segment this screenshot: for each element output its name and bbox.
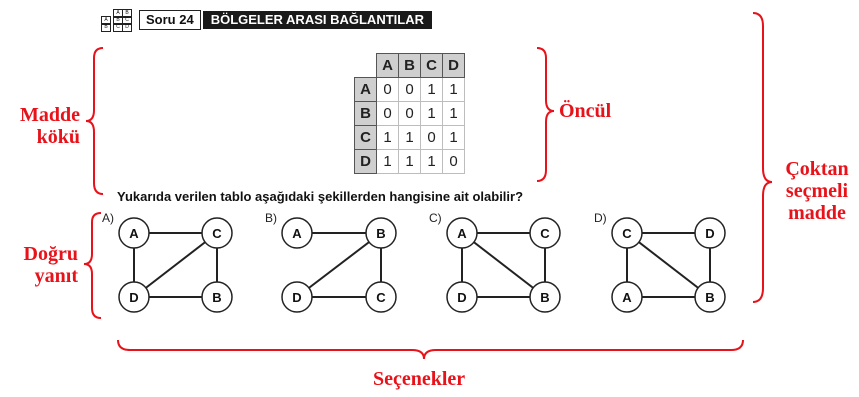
brace-oncul (536, 47, 555, 182)
table-row: C 1 1 0 1 (354, 125, 465, 150)
brace-dogru-yanit (83, 212, 102, 319)
option-label: B) (265, 211, 277, 225)
node-label: C (622, 226, 632, 241)
node-circle (281, 281, 313, 313)
question-title: BÖLGELER ARASI BAĞLANTILAR (202, 11, 432, 29)
node-label: A (129, 226, 139, 241)
option-label: C) (429, 211, 442, 225)
node-circle (446, 217, 478, 249)
node-circle (694, 217, 726, 249)
node-label: A (622, 290, 632, 305)
node-label: D (457, 290, 466, 305)
annotation-dogru-yanit: Doğru yanıt (23, 243, 78, 287)
node-label: B (376, 226, 385, 241)
node-label: B (705, 290, 714, 305)
row-header: D (354, 149, 377, 174)
annotation-secenekler: Seçenekler (373, 368, 466, 390)
node-circle (611, 281, 643, 313)
logo-icon: A B A B C B C D (101, 9, 135, 32)
row-header: A (354, 77, 377, 102)
node-label: D (292, 290, 301, 305)
annotation-coktan-secmeli-madde: Çoktan seçmeli madde (785, 158, 849, 224)
node-circle (201, 217, 233, 249)
node-circle (118, 281, 150, 313)
node-label: C (212, 226, 222, 241)
node-circle (281, 217, 313, 249)
node-label: A (292, 226, 302, 241)
node-label: B (540, 290, 549, 305)
node-circle (365, 217, 397, 249)
col-header: C (420, 53, 443, 78)
node-label: C (376, 290, 386, 305)
node-circle (694, 281, 726, 313)
node-label: D (129, 290, 138, 305)
col-header: D (442, 53, 465, 78)
node-label: C (540, 226, 550, 241)
table-row: D 1 1 1 0 (354, 149, 465, 174)
node-label: B (212, 290, 221, 305)
table-header-row: A B C D (355, 53, 465, 78)
brace-madde-koku (85, 47, 104, 195)
node-circle (201, 281, 233, 313)
node-circle (446, 281, 478, 313)
option-label: D) (594, 211, 607, 225)
question-header: A B A B C B C D Soru 24 BÖLGELER ARASI B… (101, 9, 432, 32)
brace-coktan-secmeli (752, 12, 773, 303)
table-cell: 1 (420, 149, 443, 174)
annotation-madde-koku: Madde kökü (20, 104, 80, 148)
table-row: B 0 0 1 1 (354, 101, 465, 126)
node-circle (529, 281, 561, 313)
row-header: C (354, 125, 377, 150)
option-label: A) (102, 211, 114, 225)
node-circle (118, 217, 150, 249)
node-label: D (705, 226, 714, 241)
annotation-oncul: Öncül (559, 100, 612, 122)
question-text: Yukarıda verilen tablo aşağıdaki şekille… (117, 189, 524, 204)
node-label: A (457, 226, 467, 241)
col-header: B (398, 53, 421, 78)
question-number: Soru 24 (139, 10, 201, 30)
option-b-graph (296, 232, 382, 298)
node-circle (365, 281, 397, 313)
node-circle (611, 217, 643, 249)
table-row: A 0 0 1 1 (354, 77, 465, 102)
adjacency-table: A B C D A 0 0 1 1 B 0 0 1 1 C 1 1 0 1 D … (354, 53, 465, 174)
node-circle (529, 217, 561, 249)
brace-secenekler (117, 339, 744, 360)
table-cell: 0 (442, 149, 465, 174)
